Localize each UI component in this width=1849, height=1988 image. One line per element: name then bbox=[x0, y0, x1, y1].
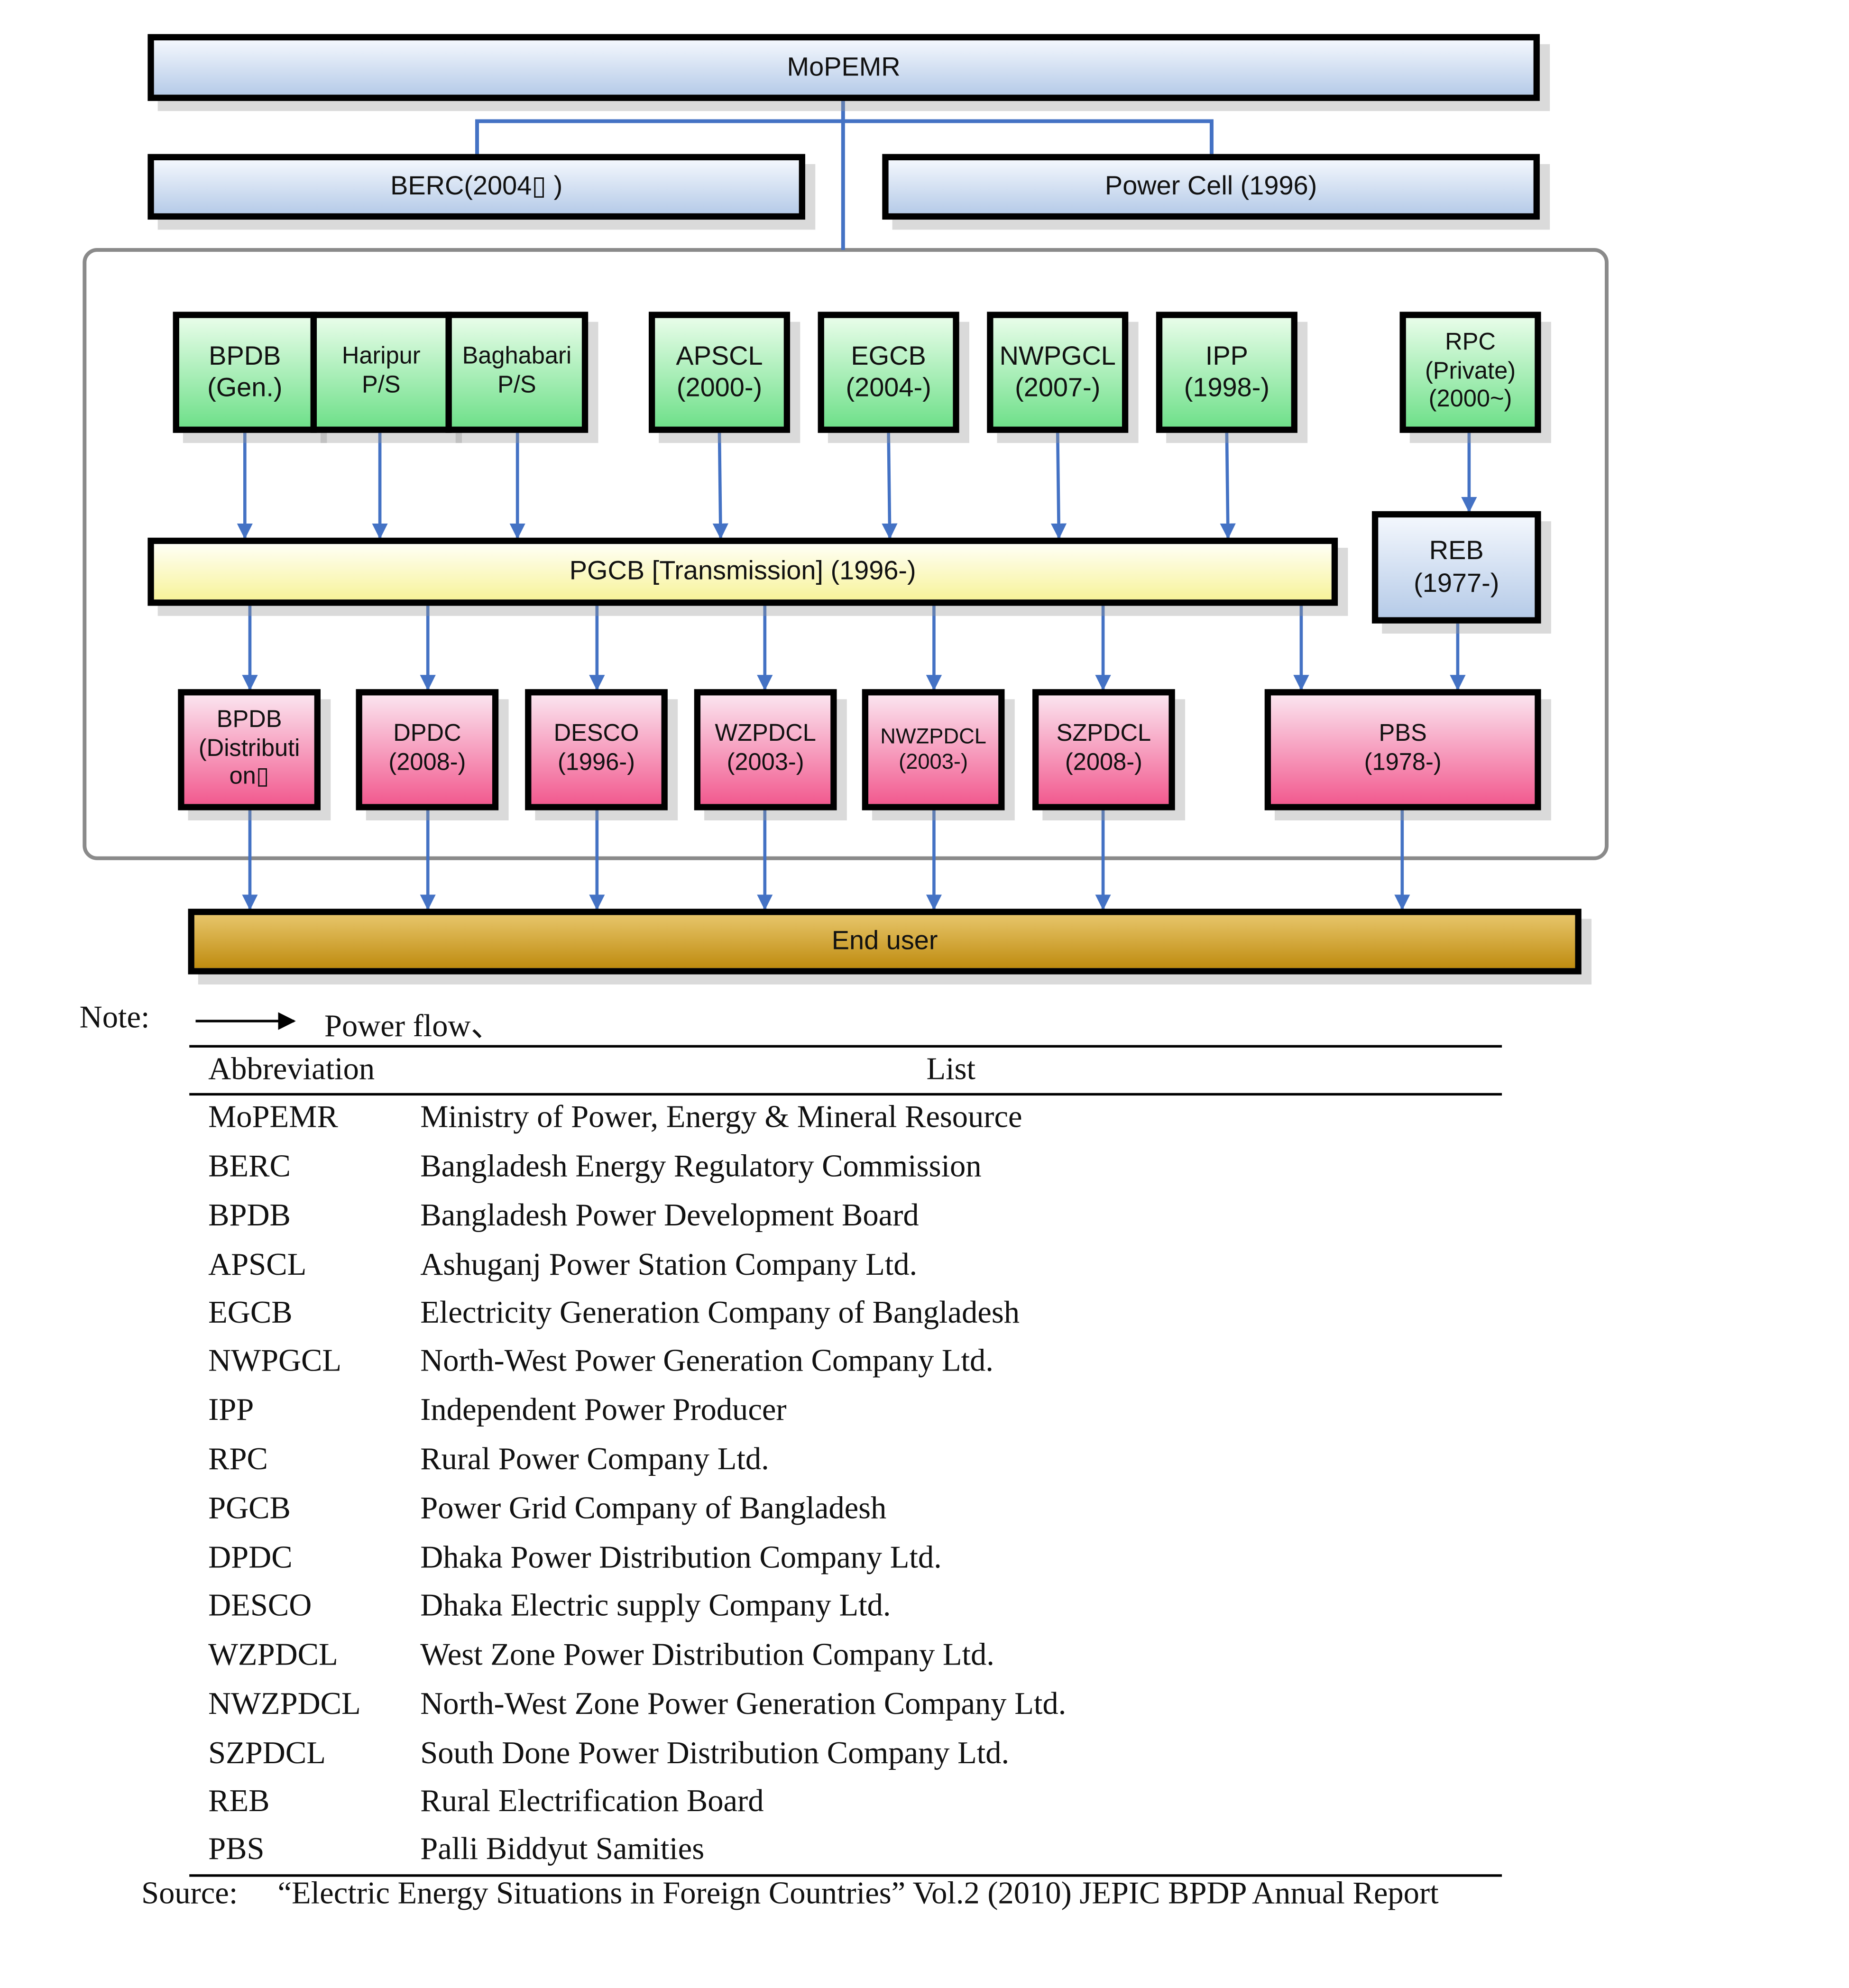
row-abbreviation: SZPDCL bbox=[208, 1737, 326, 1771]
gen-rpc-box: RPC (Private) (2000~) bbox=[1399, 312, 1541, 433]
dist-desco-box: DESCO (1996-) bbox=[525, 689, 668, 810]
row-abbreviation: PGCB bbox=[208, 1491, 291, 1526]
row-abbreviation: BERC bbox=[208, 1150, 291, 1184]
row-abbreviation: RPC bbox=[208, 1442, 268, 1477]
row-description: Ashuganj Power Station Company Ltd. bbox=[420, 1248, 918, 1282]
row-abbreviation: PBS bbox=[208, 1832, 265, 1867]
end-user-box: End user bbox=[188, 909, 1582, 975]
arrow-nwpgcl-to-pgcb bbox=[1050, 433, 1067, 540]
source-label: Source: bbox=[141, 1877, 238, 1911]
dist-szpdcl-box: SZPDCL (2008-) bbox=[1032, 689, 1175, 810]
table-header-rule bbox=[189, 1093, 1502, 1096]
row-description: West Zone Power Distribution Company Ltd… bbox=[420, 1638, 994, 1673]
table-bottom-rule bbox=[189, 1874, 1502, 1877]
row-description: Power Grid Company of Bangladesh bbox=[420, 1491, 887, 1526]
reb-box: REB (1977-) bbox=[1371, 511, 1541, 624]
row-description: Bangladesh Energy Regulatory Commission bbox=[420, 1150, 982, 1184]
row-abbreviation: DPDC bbox=[208, 1541, 293, 1575]
row-abbreviation: WZPDCL bbox=[208, 1638, 338, 1673]
arrow-egcb-to-pgcb bbox=[882, 433, 898, 540]
mopemr-box: MoPEMR bbox=[147, 34, 1540, 101]
berc-box: BERC(2004▯ ) bbox=[147, 154, 805, 220]
row-description: Ministry of Power, Energy & Mineral Reso… bbox=[420, 1100, 1022, 1135]
arrow-ipp-to-pgcb bbox=[1220, 433, 1236, 540]
dist-wzpdcl-box: WZPDCL (2003-) bbox=[694, 689, 837, 810]
row-abbreviation: NWZPDCL bbox=[208, 1687, 361, 1722]
dist-bpdb-box: BPDB (Distributi on▯ bbox=[178, 689, 321, 810]
ministry-connectors bbox=[475, 101, 1214, 250]
row-abbreviation: EGCB bbox=[208, 1296, 293, 1331]
header-list: List bbox=[926, 1052, 976, 1087]
gen-haripur-box: Haripur P/S bbox=[310, 312, 452, 433]
row-description: Rural Electrification Board bbox=[420, 1785, 764, 1819]
gen-ipp-box: IPP (1998-) bbox=[1156, 312, 1297, 433]
dist-pbs-box: PBS (1978-) bbox=[1264, 689, 1541, 810]
power-cell-box: Power Cell (1996) bbox=[882, 154, 1540, 220]
row-abbreviation: DESCO bbox=[208, 1589, 312, 1623]
row-abbreviation: IPP bbox=[208, 1393, 254, 1428]
row-description: Dhaka Power Distribution Company Ltd. bbox=[420, 1541, 942, 1575]
gen-nwpgcl-box: NWPGCL (2007-) bbox=[987, 312, 1129, 433]
dist-dpdc-box: DPDC (2008-) bbox=[356, 689, 499, 810]
note-label: Note: bbox=[79, 1001, 150, 1035]
row-description: Palli Biddyut Samities bbox=[420, 1832, 705, 1867]
arrow-apscl-to-pgcb bbox=[712, 433, 728, 540]
row-description: Electricity Generation Company of Bangla… bbox=[420, 1296, 1020, 1331]
sector-frame bbox=[83, 248, 1609, 860]
row-description: North-West Zone Power Generation Company… bbox=[420, 1687, 1067, 1722]
row-abbreviation: NWPGCL bbox=[208, 1344, 342, 1379]
gen-baghabari-box: Baghabari P/S bbox=[445, 312, 589, 433]
row-description: Independent Power Producer bbox=[420, 1393, 787, 1428]
row-description: South Done Power Distribution Company Lt… bbox=[420, 1737, 1010, 1771]
gen-egcb-box: EGCB (2004-) bbox=[818, 312, 959, 433]
power-flow-arrows bbox=[237, 433, 1477, 911]
gen-bpdb-box: BPDB (Gen.) bbox=[173, 312, 317, 433]
row-abbreviation: REB bbox=[208, 1785, 270, 1819]
row-description: Bangladesh Power Development Board bbox=[420, 1199, 919, 1233]
source-citation: “Electric Energy Situations in Foreign C… bbox=[277, 1877, 1439, 1911]
row-description: Rural Power Company Ltd. bbox=[420, 1442, 769, 1477]
row-abbreviation: APSCL bbox=[208, 1248, 307, 1282]
row-description: Dhaka Electric supply Company Ltd. bbox=[420, 1589, 891, 1623]
pgcb-transmission-box: PGCB [Transmission] (1996-) bbox=[147, 537, 1338, 606]
gen-apscl-box: APSCL (2000-) bbox=[648, 312, 791, 433]
legend-power-flow: Power flow、 bbox=[324, 1010, 503, 1044]
row-abbreviation: MoPEMR bbox=[208, 1100, 338, 1135]
row-description: North-West Power Generation Company Ltd. bbox=[420, 1344, 993, 1379]
row-abbreviation: BPDB bbox=[208, 1199, 291, 1233]
header-abbreviation: Abbreviation bbox=[208, 1052, 375, 1087]
table-top-rule bbox=[189, 1045, 1502, 1048]
dist-nwzpdcl-box: NWZPDCL (2003-) bbox=[862, 689, 1005, 810]
